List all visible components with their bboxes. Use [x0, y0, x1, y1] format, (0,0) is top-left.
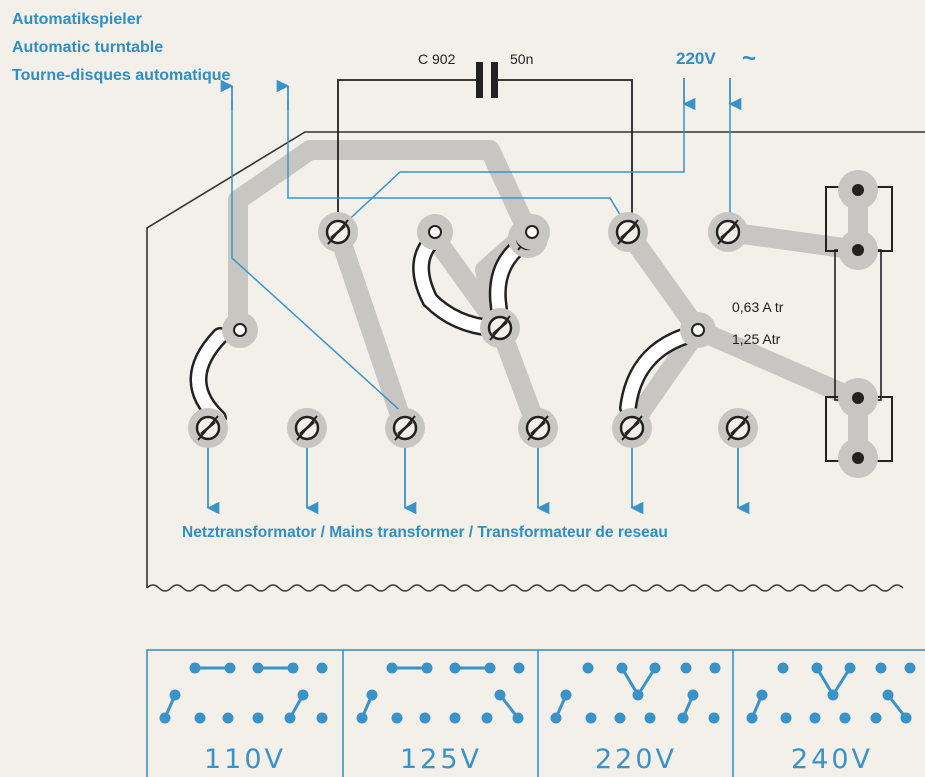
blue-wires — [231, 100, 731, 416]
fuse-label-2: 1,25 Atr — [732, 331, 781, 347]
pattern-240v — [746, 662, 916, 724]
capacitor-symbol — [476, 62, 498, 98]
arrows — [206, 78, 750, 515]
voltage-label-220v: 220V — [595, 744, 677, 775]
turntable-label-fr: Tourne-disques automatique — [12, 67, 230, 84]
ac-symbol: ~ — [742, 45, 756, 72]
terminals-bottom — [186, 406, 760, 450]
fuse-label-1: 0,63 A tr — [732, 299, 784, 315]
voltage-label-110v: 110V — [204, 744, 286, 775]
turntable-label-en: Automatic turntable — [12, 39, 163, 56]
pattern-220v — [550, 662, 721, 724]
pattern-125v — [356, 662, 525, 724]
voltage-label-240v: 240V — [791, 744, 873, 775]
turntable-label-de: Automatikspieler — [12, 11, 142, 28]
mains-voltage-label: 220V — [676, 49, 716, 68]
voltage-label-125v: 125V — [400, 744, 482, 775]
circuit-board — [146, 131, 925, 592]
center-screw — [478, 306, 522, 350]
voltage-selector-panel — [146, 649, 925, 777]
capacitor-circuit — [337, 79, 633, 232]
capacitor-name: C 902 — [418, 51, 456, 67]
pattern-110v — [159, 662, 328, 724]
transformer-label: Netztransformator / Mains transformer / … — [182, 524, 668, 541]
capacitor-value: 50n — [510, 51, 533, 67]
fuse-holders — [825, 170, 893, 478]
